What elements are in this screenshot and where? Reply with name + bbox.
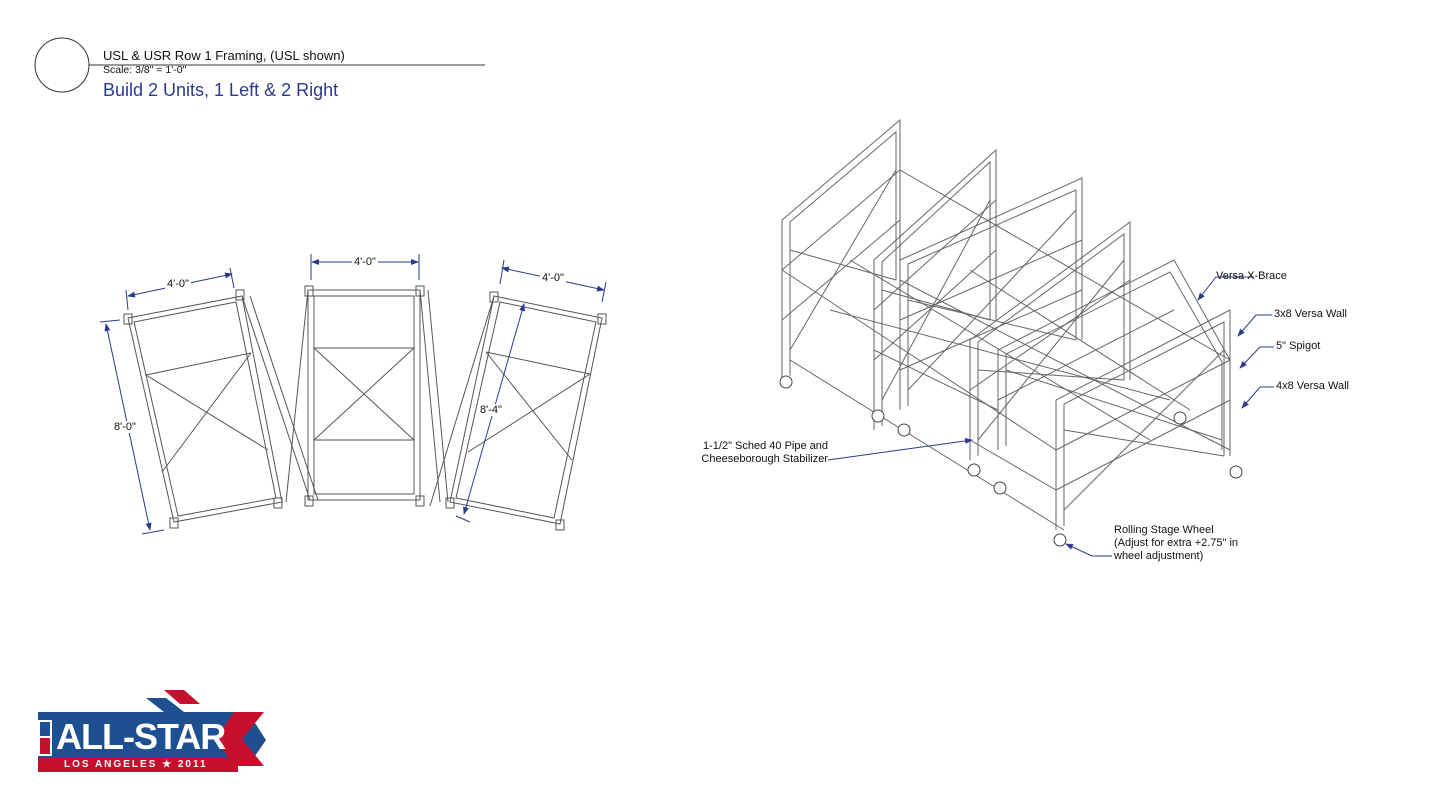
drawing-subtitle: Build 2 Units, 1 Left & 2 Right xyxy=(103,80,339,100)
callout-wheel: Rolling Stage Wheel (Adjust for extra +2… xyxy=(1114,524,1238,563)
left-frame xyxy=(123,289,319,529)
dim-width-center: 4'-0" xyxy=(352,256,378,268)
dim-height-left: 8'-0" xyxy=(112,421,138,433)
callout-x-brace: Versa X-Brace xyxy=(1216,270,1287,282)
caster-wheels xyxy=(779,375,1243,547)
all-star-logo: ALL-STAR LOS ANGELES ★ 2011 xyxy=(34,686,270,778)
title-block: USL & USR Row 1 Framing, (USL shown) Sca… xyxy=(30,36,490,106)
callout-pipe-line1: 1-1/2" Sched 40 Pipe and xyxy=(703,440,828,452)
dim-width-right: 4'-0" xyxy=(540,272,566,284)
dim-width-left: 4'-0" xyxy=(165,278,191,290)
logo-text: ALL-STAR xyxy=(56,716,226,757)
callout-spigot: 5" Spigot xyxy=(1276,340,1321,352)
title-block-graphic xyxy=(34,37,485,93)
drawing-title: USL & USR Row 1 Framing, (USL shown) xyxy=(103,48,345,63)
isometric-assembly xyxy=(779,118,1243,547)
callout-wheel-line1: Rolling Stage Wheel xyxy=(1114,524,1214,536)
callout-pipe: 1-1/2" Sched 40 Pipe and Cheeseborough S… xyxy=(692,440,828,466)
callout-3x8-wall: 3x8 Versa Wall xyxy=(1274,308,1347,320)
logo-location: LOS ANGELES ★ 2011 xyxy=(64,759,208,770)
framing-elevation xyxy=(99,254,607,535)
callout-pipe-line2: Cheeseborough Stabilizer xyxy=(701,453,828,465)
dim-height-right: 8'-4" xyxy=(478,404,504,416)
callout-wheel-line2: (Adjust for extra +2.75" in xyxy=(1114,537,1239,549)
callout-wheel-line3: wheel adjustment) xyxy=(1114,550,1204,562)
drawing-scale: Scale: 3/8" = 1'-0" xyxy=(103,64,187,76)
callout-4x8-wall: 4x8 Versa Wall xyxy=(1276,380,1349,392)
center-frame xyxy=(285,285,449,507)
assembly-frames xyxy=(781,118,1231,531)
logo-graphic xyxy=(38,690,266,772)
